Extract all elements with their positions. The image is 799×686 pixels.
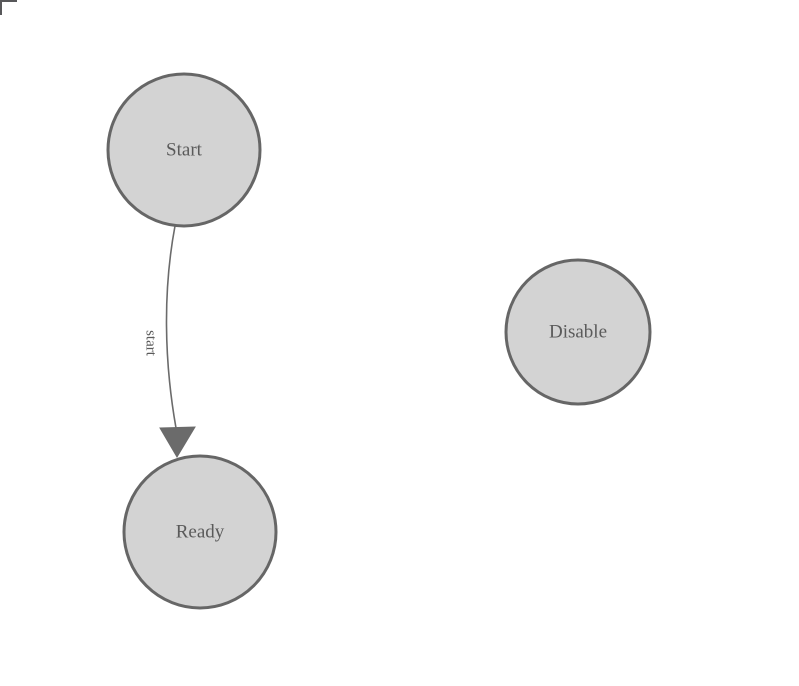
node-start[interactable]: Start <box>106 72 262 228</box>
node-start-label: Start <box>166 139 203 160</box>
arrowhead-icon <box>159 426 196 458</box>
edge-label-start: start <box>143 330 159 357</box>
node-ready[interactable]: Ready <box>122 454 278 610</box>
node-disable[interactable]: Disable <box>504 258 652 406</box>
top-left-corner-mark <box>0 0 17 15</box>
node-disable-shape <box>504 258 652 406</box>
edge-start-to-ready[interactable]: start <box>143 225 196 458</box>
node-ready-shape <box>122 454 278 610</box>
edge-line-start-to-ready <box>165 225 177 429</box>
node-ready-label: Ready <box>176 521 225 542</box>
node-start-shape <box>106 72 262 228</box>
node-disable-label: Disable <box>549 321 607 342</box>
